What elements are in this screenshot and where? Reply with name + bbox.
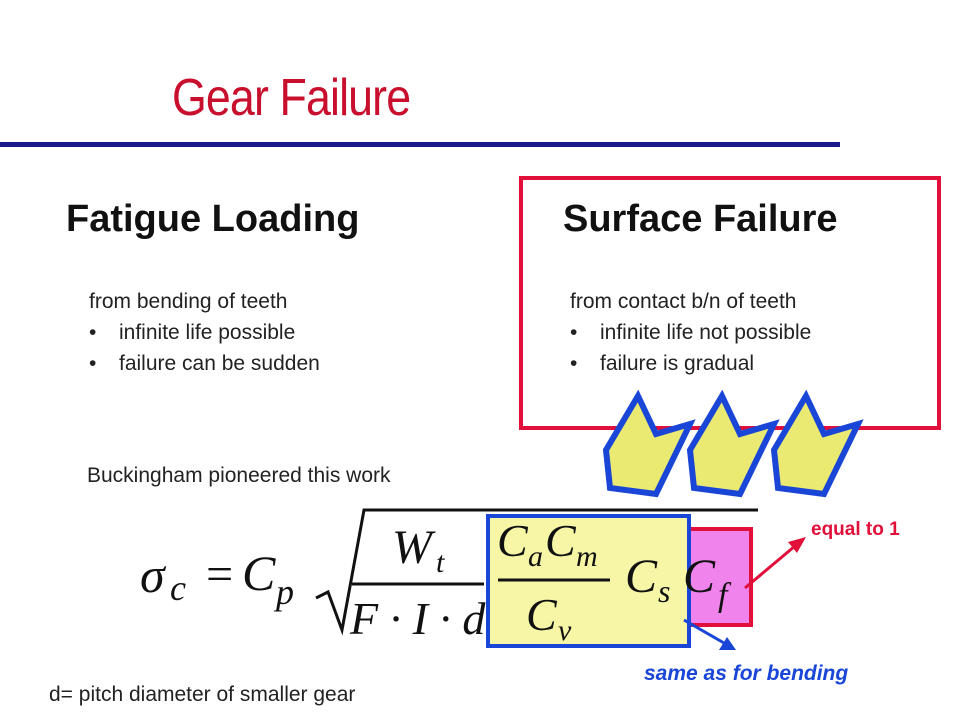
fatigue-loading-heading: Fatigue Loading <box>66 198 360 240</box>
formula-cv: C <box>526 589 558 640</box>
formula-cf: C <box>683 550 716 603</box>
formula-cp: C <box>242 545 276 601</box>
formula-w: W <box>392 521 436 574</box>
surface-failure-heading: Surface Failure <box>563 198 838 240</box>
chevron-arrow-icon <box>686 390 780 498</box>
formula-sub-f: f <box>718 577 732 614</box>
same-as-bending-callout: same as for bending <box>644 662 849 685</box>
chevron-arrows <box>602 390 864 498</box>
fatigue-intro: from bending of teeth <box>89 290 288 313</box>
formula-f-i-d: F · I · d <box>349 593 486 644</box>
formula-equals: = <box>203 548 235 601</box>
chevron-arrow-icon <box>770 390 864 498</box>
slide-title: Gear Failure <box>172 69 411 127</box>
contact-stress-formula: σ c = C p W t F · I · d C a C m C v C s … <box>140 508 758 647</box>
formula-ca: C <box>497 515 529 566</box>
formula-sub-p: p <box>273 572 294 612</box>
surface-failure-list: from contact b/n of teeth infinite life … <box>570 286 811 379</box>
formula-sub-v: v <box>558 614 572 647</box>
fatigue-bullet: failure can be sudden <box>89 348 320 379</box>
pitch-diameter-note: d= pitch diameter of smaller gear <box>49 683 356 706</box>
formula-sub-a: a <box>528 540 543 573</box>
surface-bullet: infinite life not possible <box>570 317 811 348</box>
equal-to-one-callout: equal to 1 <box>811 519 900 540</box>
formula-sigma: σ <box>140 547 167 603</box>
fatigue-loading-list: from bending of teeth infinite life poss… <box>89 286 320 379</box>
formula-sub-s: s <box>658 573 670 609</box>
fatigue-bullet: infinite life possible <box>89 317 320 348</box>
formula-cs: C <box>625 550 658 603</box>
surface-bullet: failure is gradual <box>570 348 811 379</box>
title-underline <box>0 142 840 147</box>
surface-intro: from contact b/n of teeth <box>570 290 797 313</box>
formula-sub-t: t <box>436 546 445 579</box>
formula-sub-c: c <box>170 568 186 608</box>
chevron-arrow-icon <box>602 390 696 498</box>
formula-sub-m: m <box>576 540 598 573</box>
formula-square-root <box>315 508 758 636</box>
formula-cm: C <box>545 515 577 566</box>
buckingham-note: Buckingham pioneered this work <box>87 464 391 487</box>
